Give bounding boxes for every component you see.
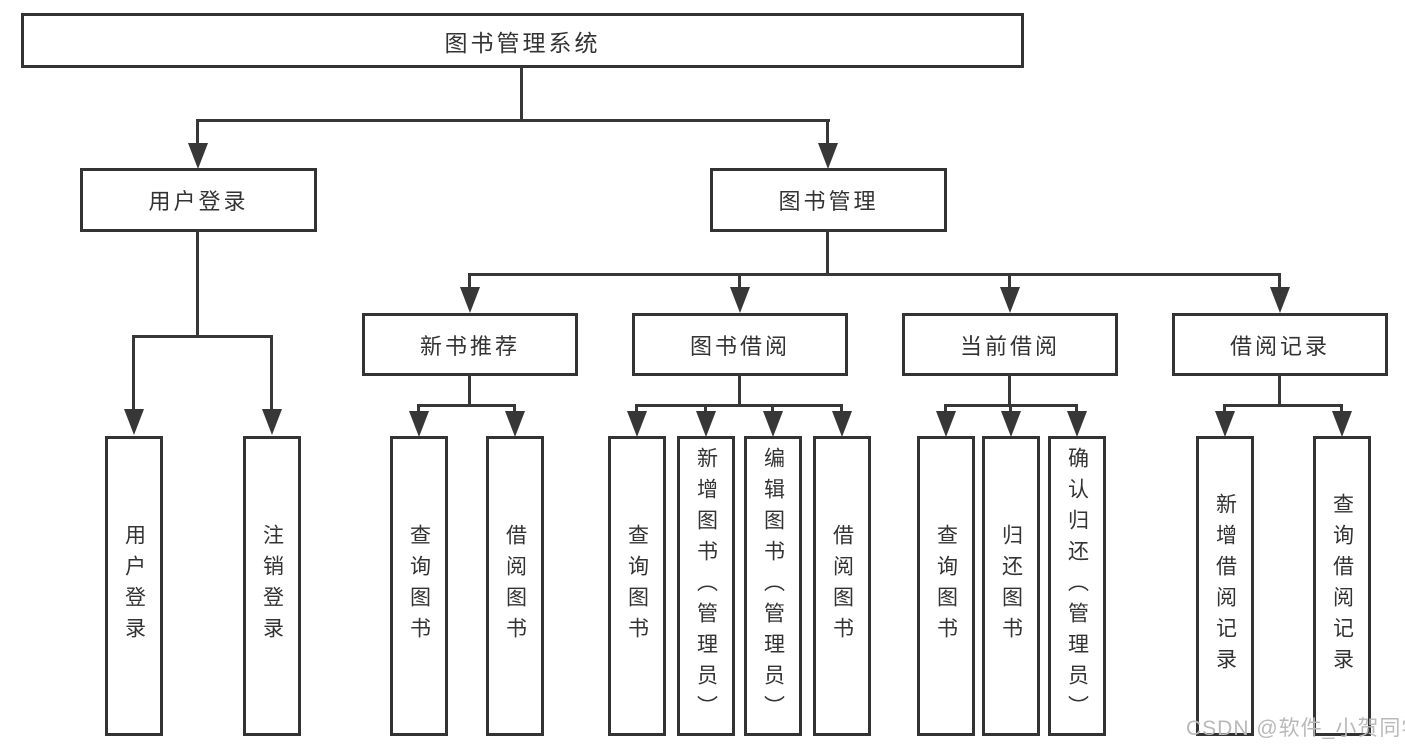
leaf-label: 新增图书（管理员） — [694, 446, 718, 726]
leaf-logout: 注销登录 — [243, 436, 301, 736]
leaf-label: 注销登录 — [260, 524, 284, 648]
arrowhead-down-icon — [1270, 287, 1290, 313]
leaf-edit-book-admin: 编辑图书（管理员） — [744, 436, 802, 736]
arrowhead-down-icon — [124, 409, 144, 435]
connector-line — [1008, 374, 1011, 407]
arrowhead-down-icon — [262, 409, 282, 435]
csdn-watermark: CSDN @软件_小贺同学 — [1186, 717, 1405, 740]
connector-line — [738, 273, 741, 289]
leaf-label: 归还图书 — [999, 524, 1023, 648]
arrowhead-down-icon — [627, 411, 647, 437]
node-label: 用户登录 — [148, 189, 249, 214]
arrowhead-down-icon — [1000, 287, 1020, 313]
leaf-label: 确认归还（管理员） — [1065, 446, 1089, 726]
connector-line — [840, 404, 843, 413]
leaf-confirm-return-admin: 确认归还（管理员） — [1048, 436, 1106, 736]
connector-line — [1223, 404, 1343, 407]
node-label: 当前借阅 — [959, 333, 1060, 359]
leaf-add-book-admin: 新增图书（管理员） — [677, 436, 735, 736]
arrowhead-down-icon — [1332, 411, 1352, 437]
node-library-management-system: 图书管理系统 — [21, 13, 1024, 68]
leaf-borrow-query-book: 查询图书 — [608, 436, 666, 736]
leaf-label: 借阅图书 — [830, 524, 854, 648]
connector-line — [132, 335, 273, 338]
leaf-label: 查询图书 — [407, 524, 431, 648]
arrowhead-down-icon — [832, 411, 852, 437]
leaf-label: 查询借阅记录 — [1330, 493, 1354, 679]
connector-line — [196, 119, 199, 145]
connector-line — [1008, 273, 1011, 289]
arrowhead-down-icon — [1215, 411, 1235, 437]
connector-line — [1223, 404, 1226, 413]
leaf-label: 借阅图书 — [503, 524, 527, 648]
leaf-user-login: 用户登录 — [105, 436, 163, 736]
connector-line — [1278, 273, 1281, 289]
connector-line — [635, 404, 638, 413]
connector-line — [1278, 374, 1281, 407]
connector-line — [196, 230, 199, 338]
node-label: 新书推荐 — [419, 333, 520, 359]
arrowhead-down-icon — [1001, 411, 1021, 437]
arrowhead-down-icon — [409, 411, 429, 437]
arrowhead-down-icon — [696, 411, 716, 437]
connector-line — [196, 119, 830, 122]
leaf-current-query-book: 查询图书 — [917, 436, 975, 736]
arrowhead-down-icon — [730, 287, 750, 313]
leaf-recommend-query-book: 查询图书 — [390, 436, 448, 736]
connector-line — [1009, 404, 1012, 413]
node-borrow-record: 借阅记录 — [1172, 313, 1388, 376]
connector-line — [468, 273, 471, 289]
arrowhead-down-icon — [763, 411, 783, 437]
leaf-recommend-borrow-book: 借阅图书 — [486, 436, 544, 736]
leaf-label: 查询图书 — [625, 524, 649, 648]
node-label: 图书借阅 — [689, 333, 790, 359]
leaf-label: 用户登录 — [122, 524, 146, 648]
connector-line — [635, 404, 843, 407]
arrowhead-down-icon — [460, 287, 480, 313]
connector-line — [132, 335, 135, 411]
leaf-return-book: 归还图书 — [982, 436, 1040, 736]
connector-line — [1340, 404, 1343, 413]
leaf-borrow-book: 借阅图书 — [813, 436, 871, 736]
connector-line — [944, 404, 947, 413]
node-user-login: 用户登录 — [80, 168, 317, 232]
connector-line — [468, 374, 471, 407]
node-new-book-recommend: 新书推荐 — [362, 313, 578, 376]
connector-line — [771, 404, 774, 413]
connector-line — [270, 335, 273, 411]
leaf-label: 新增借阅记录 — [1213, 493, 1237, 679]
connector-line — [513, 404, 516, 413]
leaf-query-borrow-record: 查询借阅记录 — [1313, 436, 1371, 736]
connector-line — [704, 404, 707, 413]
node-label: 借阅记录 — [1229, 333, 1330, 359]
arrowhead-down-icon — [1067, 411, 1087, 437]
leaf-label: 编辑图书（管理员） — [761, 446, 785, 726]
connector-line — [417, 404, 516, 407]
node-label: 图书管理系统 — [444, 29, 601, 56]
connector-line — [520, 66, 523, 122]
connector-line — [738, 374, 741, 407]
leaf-label: 查询图书 — [934, 524, 958, 648]
connector-line — [1075, 404, 1078, 413]
node-book-borrow: 图书借阅 — [632, 313, 848, 376]
connector-line — [826, 230, 829, 276]
connector-line — [468, 273, 1281, 276]
node-book-management: 图书管理 — [710, 168, 947, 232]
arrowhead-down-icon — [505, 411, 525, 437]
arrowhead-down-icon — [936, 411, 956, 437]
node-current-borrow: 当前借阅 — [902, 313, 1118, 376]
arrowhead-down-icon — [188, 143, 208, 169]
node-label: 图书管理 — [778, 189, 879, 214]
leaf-add-borrow-record: 新增借阅记录 — [1196, 436, 1254, 736]
connector-line — [417, 404, 420, 413]
arrowhead-down-icon — [818, 143, 838, 169]
connector-line — [826, 119, 829, 145]
